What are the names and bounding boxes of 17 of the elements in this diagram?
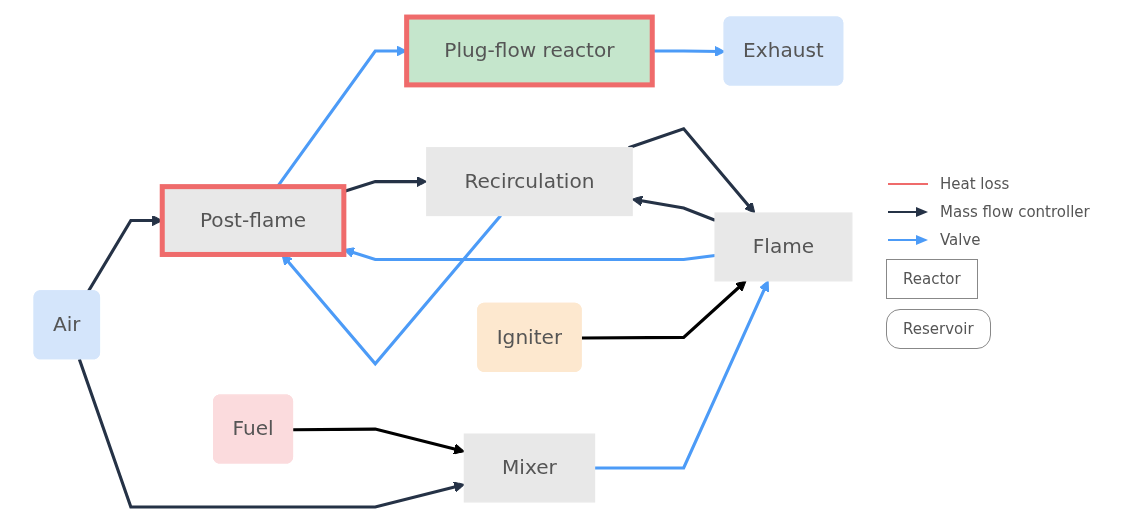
arrow [594, 280, 770, 470]
legend-label: Valve [940, 231, 981, 249]
arrow [281, 214, 502, 367]
node-box: Post-flame [159, 184, 347, 257]
node-box: Recirculation [426, 147, 633, 217]
arrow [77, 358, 465, 509]
arrow [581, 280, 747, 340]
arrow [293, 427, 465, 455]
legend-label: Mass flow controller [940, 203, 1090, 221]
node-box: Mixer [463, 433, 596, 503]
arrow [628, 127, 756, 214]
arrow [343, 247, 716, 262]
legend-shape-sample: Reactor [886, 259, 978, 299]
legend-shape-sample: Reservoir [886, 309, 991, 349]
legend-label: Heat loss [940, 175, 1010, 193]
node-box: Flame [714, 212, 853, 282]
node-box: Plug-flow reactor [404, 14, 655, 88]
